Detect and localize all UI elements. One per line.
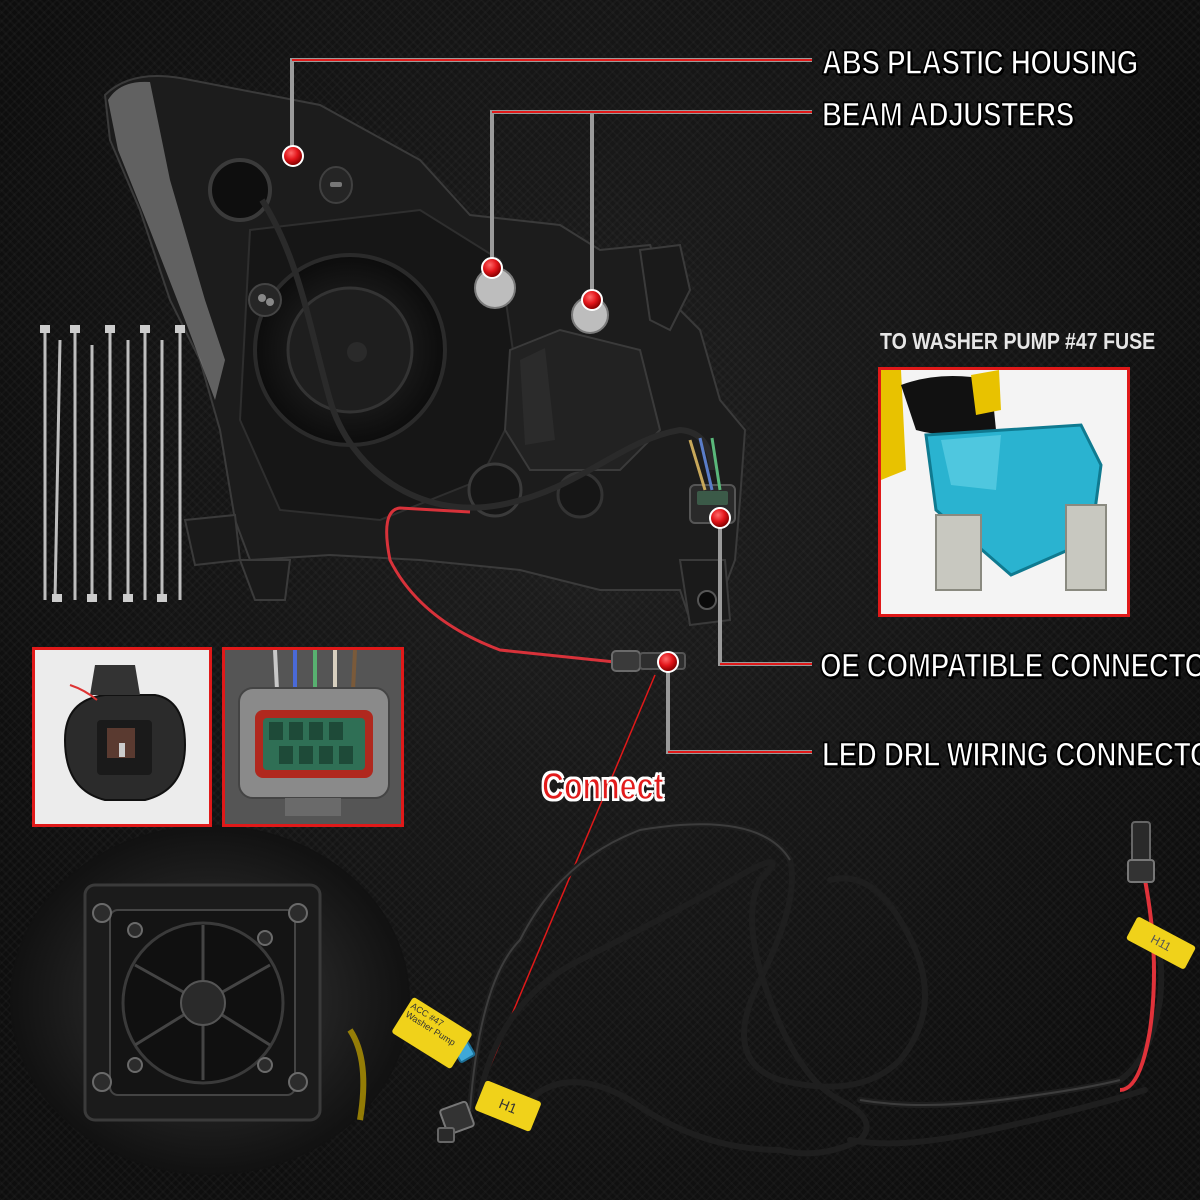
- adjusters-callout: BEAM ADJUSTERS: [821, 95, 1075, 135]
- headlight-housing: [103, 75, 747, 672]
- adjuster-marker-right: [581, 289, 603, 311]
- wiring-harness: [467, 821, 1165, 1157]
- housing-callout: ABS PLASTIC HOUSING: [821, 43, 1139, 83]
- washer-fuse-photo: [878, 367, 1130, 617]
- connect-label: Connect: [541, 765, 664, 809]
- h11-connector: [1127, 821, 1155, 883]
- fuse-tap-drawing: [881, 370, 1127, 614]
- harness-highlights: [469, 823, 1121, 1111]
- headlamp-socket-photo: [222, 647, 404, 827]
- fuse-caption: TO WASHER PUMP #47 FUSE: [880, 328, 1156, 354]
- oe-plug-drawing: [35, 650, 209, 824]
- oe-connector-callout: OE COMPATIBLE CONNECTOR: [819, 646, 1200, 686]
- h1-connector: [437, 1100, 475, 1143]
- housing-marker: [282, 145, 304, 167]
- oe-connector-marker: [709, 507, 731, 529]
- callout-markers: [282, 145, 731, 673]
- adjuster-marker-left: [481, 257, 503, 279]
- cooling-fan-photo: [10, 825, 410, 1175]
- h11-tag-text: H11: [1148, 931, 1174, 955]
- drl-connector-marker: [657, 651, 679, 673]
- drl-connector-callout: LED DRL WIRING CONNECTOR: [821, 735, 1200, 775]
- oe-plug-photo: [32, 647, 212, 827]
- zip-ties: [40, 325, 185, 602]
- harness-red-lead: [1119, 879, 1156, 1092]
- callout-line-accents: [292, 59, 812, 753]
- h1-tag-text: H1: [496, 1095, 520, 1117]
- socket-drawing: [225, 650, 401, 824]
